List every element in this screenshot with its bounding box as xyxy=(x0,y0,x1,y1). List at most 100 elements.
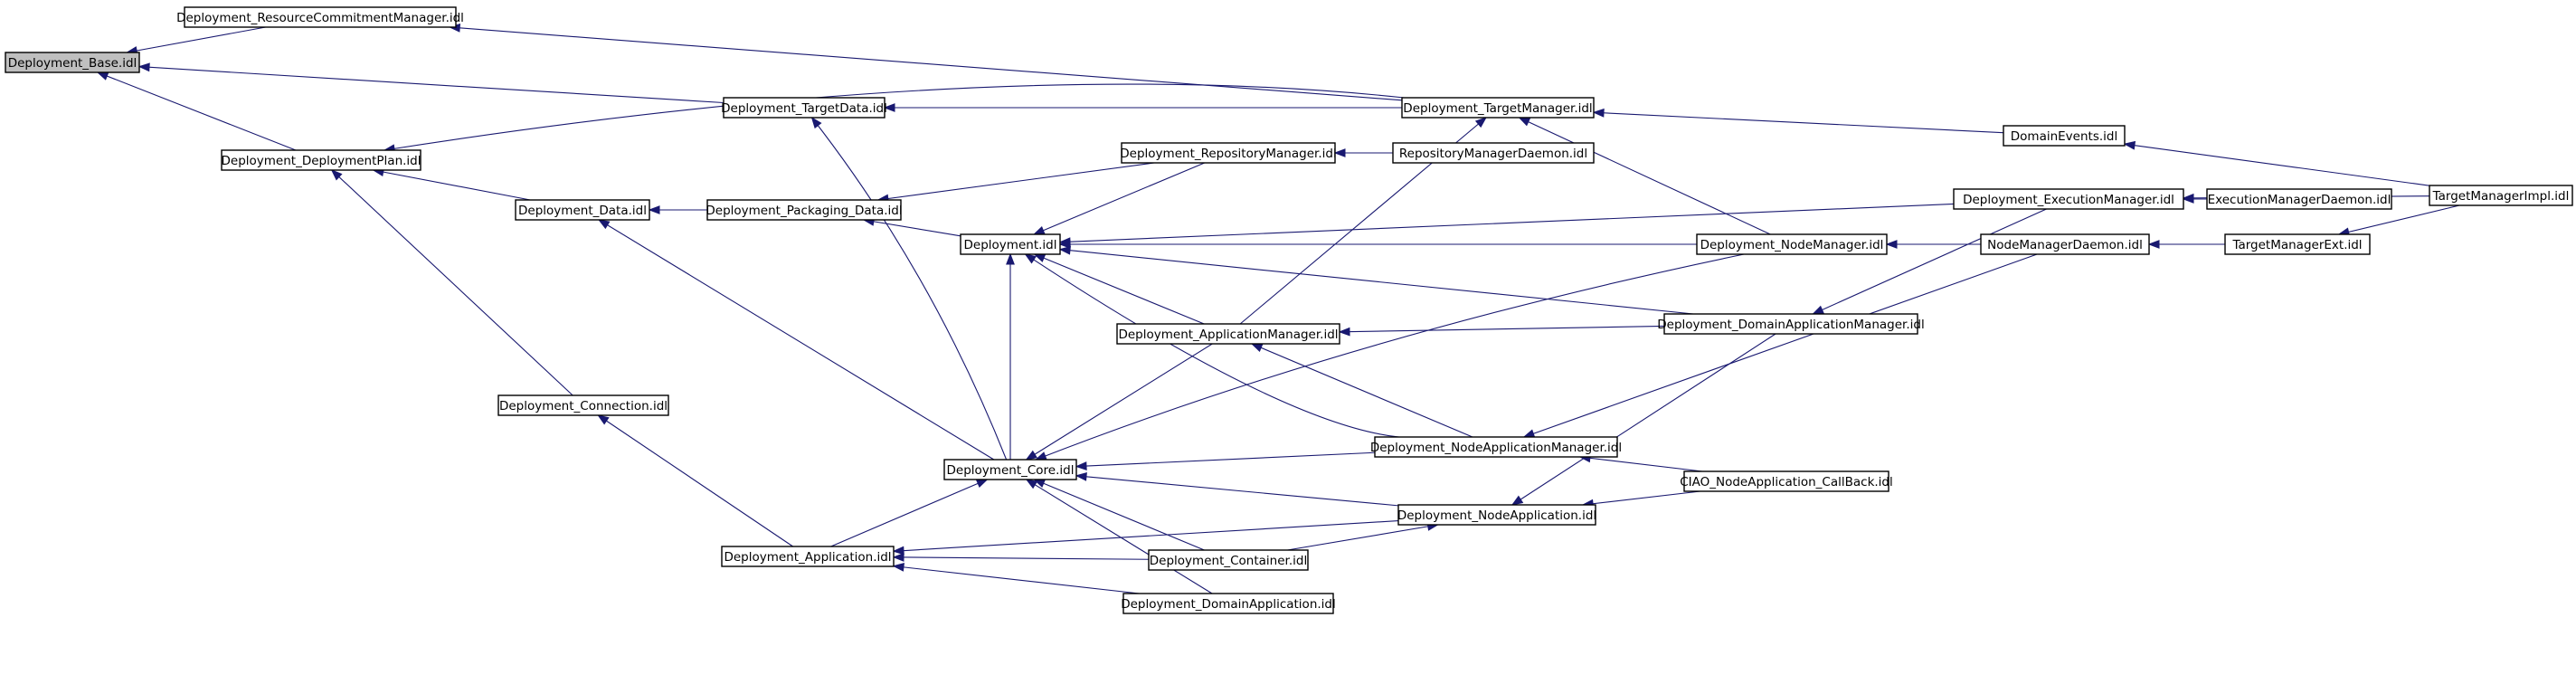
node-pdata[interactable]: Deployment_Packaging_Data.idl xyxy=(706,199,903,221)
node-box[interactable] xyxy=(1696,233,1888,255)
node-label: Deployment_DeploymentPlan.idl xyxy=(222,154,421,168)
edge-line xyxy=(1034,253,1205,325)
edge-line xyxy=(1519,117,1771,235)
edge-line xyxy=(598,414,793,547)
edge-line xyxy=(598,219,995,461)
node-box[interactable] xyxy=(1397,504,1596,526)
node-box[interactable] xyxy=(1116,323,1340,345)
node-rcm[interactable]: Deployment_ResourceCommitmentManager.idl xyxy=(176,6,464,28)
node-appmgr[interactable]: Deployment_ApplicationManager.idl xyxy=(1116,323,1340,345)
edge-line xyxy=(830,479,988,547)
node-label: Deployment_NodeManager.idl xyxy=(1700,238,1884,252)
node-box[interactable] xyxy=(1980,233,2150,255)
edge-arrowhead xyxy=(1006,252,1015,265)
node-box[interactable] xyxy=(1374,436,1618,458)
node-label: Deployment_DomainApplicationManager.idl xyxy=(1657,318,1924,332)
edge-arrowhead xyxy=(1024,253,1037,264)
node-label: Deployment_TargetManager.idl xyxy=(1403,101,1592,116)
edge-execmgr-to-domappmgr xyxy=(1812,208,2047,315)
node-core[interactable]: Deployment_Core.idl xyxy=(943,459,1077,480)
edge-nodeapp-to-app xyxy=(892,520,1399,556)
edge-line xyxy=(863,219,961,237)
node-label: Deployment_Base.idl xyxy=(8,56,137,71)
node-tmgr[interactable]: Deployment_TargetManager.idl xyxy=(1401,97,1595,119)
node-container[interactable]: Deployment_Container.idl xyxy=(1148,549,1309,571)
edge-line xyxy=(1287,524,1438,551)
edge-container-to-app xyxy=(892,552,1150,562)
node-box[interactable] xyxy=(1683,470,1889,492)
node-label: Deployment_DomainApplication.idl xyxy=(1121,597,1336,612)
node-box[interactable] xyxy=(723,97,886,119)
node-tmext[interactable]: TargetManagerExt.idl xyxy=(2224,233,2371,255)
node-label: Deployment_RepositoryManager.idl xyxy=(1120,147,1336,161)
edge-arrowhead xyxy=(1058,245,1071,255)
node-nodeapp[interactable]: Deployment_NodeApplication.idl xyxy=(1397,504,1596,526)
edge-tmext-to-nmdaemon xyxy=(2147,240,2225,249)
edge-line xyxy=(1593,111,2004,134)
node-box[interactable] xyxy=(2224,233,2371,255)
node-box[interactable] xyxy=(2206,188,2392,210)
node-box[interactable] xyxy=(1401,97,1595,119)
edge-repodaemon-to-repomgr xyxy=(1333,148,1393,157)
node-tdata[interactable]: Deployment_TargetData.idl xyxy=(721,97,887,119)
node-data[interactable]: Deployment_Data.idl xyxy=(515,199,650,221)
edge-arrowhead xyxy=(1592,108,1605,118)
edge-line xyxy=(1813,208,2047,315)
node-nmdaemon[interactable]: NodeManagerDaemon.idl xyxy=(1980,233,2150,255)
edge-repomgr-to-pdata xyxy=(876,162,1155,204)
node-box[interactable] xyxy=(497,394,669,416)
node-callback[interactable]: CIAO_NodeApplication_CallBack.idl xyxy=(1680,470,1893,492)
node-nodemgr[interactable]: Deployment_NodeManager.idl xyxy=(1696,233,1888,255)
edge-nodeapp-to-core xyxy=(1075,471,1399,507)
edge-arrowhead xyxy=(892,546,904,556)
edge-arrowhead xyxy=(1032,226,1046,235)
edge-nmdaemon-to-nodemgr xyxy=(1885,240,1981,249)
node-box[interactable] xyxy=(1953,188,2184,210)
edge-line xyxy=(1026,479,1213,594)
node-box[interactable] xyxy=(1392,142,1595,164)
node-dep[interactable]: Deployment.idl xyxy=(960,233,1061,255)
node-box[interactable] xyxy=(1663,313,1918,335)
node-box[interactable] xyxy=(5,52,140,73)
node-app[interactable]: Deployment_Application.idl xyxy=(721,546,895,567)
node-conn[interactable]: Deployment_Connection.idl xyxy=(497,394,669,416)
node-box[interactable] xyxy=(2429,185,2573,206)
edge-line xyxy=(893,520,1399,552)
node-label: Deployment_Packaging_Data.idl xyxy=(706,204,902,218)
node-box[interactable] xyxy=(1122,593,1334,614)
edge-line xyxy=(1059,203,1955,243)
node-domapp[interactable]: Deployment_DomainApplication.idl xyxy=(1121,593,1336,614)
edge-callback-to-nodeapp xyxy=(1581,490,1700,508)
node-domappmgr[interactable]: Deployment_DomainApplicationManager.idl xyxy=(1657,313,1925,335)
node-box[interactable] xyxy=(721,546,895,567)
edge-arrowhead xyxy=(96,71,109,81)
node-repomgr[interactable]: Deployment_RepositoryManager.idl xyxy=(1120,142,1337,164)
edge-tmimpl-to-devents xyxy=(2123,140,2430,186)
node-execmgr[interactable]: Deployment_ExecutionManager.idl xyxy=(1953,188,2184,210)
edge-devents-to-tmgr xyxy=(1592,108,2004,134)
edge-domappmgr-to-appmgr xyxy=(1338,325,1665,337)
node-dplan[interactable]: Deployment_DeploymentPlan.idl xyxy=(221,149,421,171)
edge-data-to-dplan xyxy=(372,167,531,201)
node-box[interactable] xyxy=(221,149,421,171)
node-box[interactable] xyxy=(184,6,457,28)
node-box[interactable] xyxy=(515,199,650,221)
node-repodaemon[interactable]: RepositoryManagerDaemon.idl xyxy=(1392,142,1595,164)
edge-tmimpl-to-tmext xyxy=(2337,204,2460,237)
node-devents[interactable]: DomainEvents.idl xyxy=(2003,125,2126,147)
node-box[interactable] xyxy=(706,199,902,221)
node-box[interactable] xyxy=(960,233,1061,255)
node-box[interactable] xyxy=(1121,142,1336,164)
node-box[interactable] xyxy=(1148,549,1309,571)
node-tmimpl[interactable]: TargetManagerImpl.idl xyxy=(2429,185,2573,206)
edge-app-to-core xyxy=(830,479,989,547)
edge-domapp-to-core xyxy=(1025,479,1213,594)
node-execdaemon[interactable]: ExecutionManagerDaemon.idl xyxy=(2206,188,2392,210)
node-nodeappmgr[interactable]: Deployment_NodeApplicationManager.idl xyxy=(1370,436,1622,458)
node-box[interactable] xyxy=(943,459,1077,480)
edge-appmgr-to-core xyxy=(1025,343,1213,461)
edge-core-to-data xyxy=(597,219,995,461)
node-box[interactable] xyxy=(2003,125,2126,147)
edge-nodeappmgr-to-dep xyxy=(1024,253,1399,438)
node-base[interactable]: Deployment_Base.idl xyxy=(5,52,140,73)
